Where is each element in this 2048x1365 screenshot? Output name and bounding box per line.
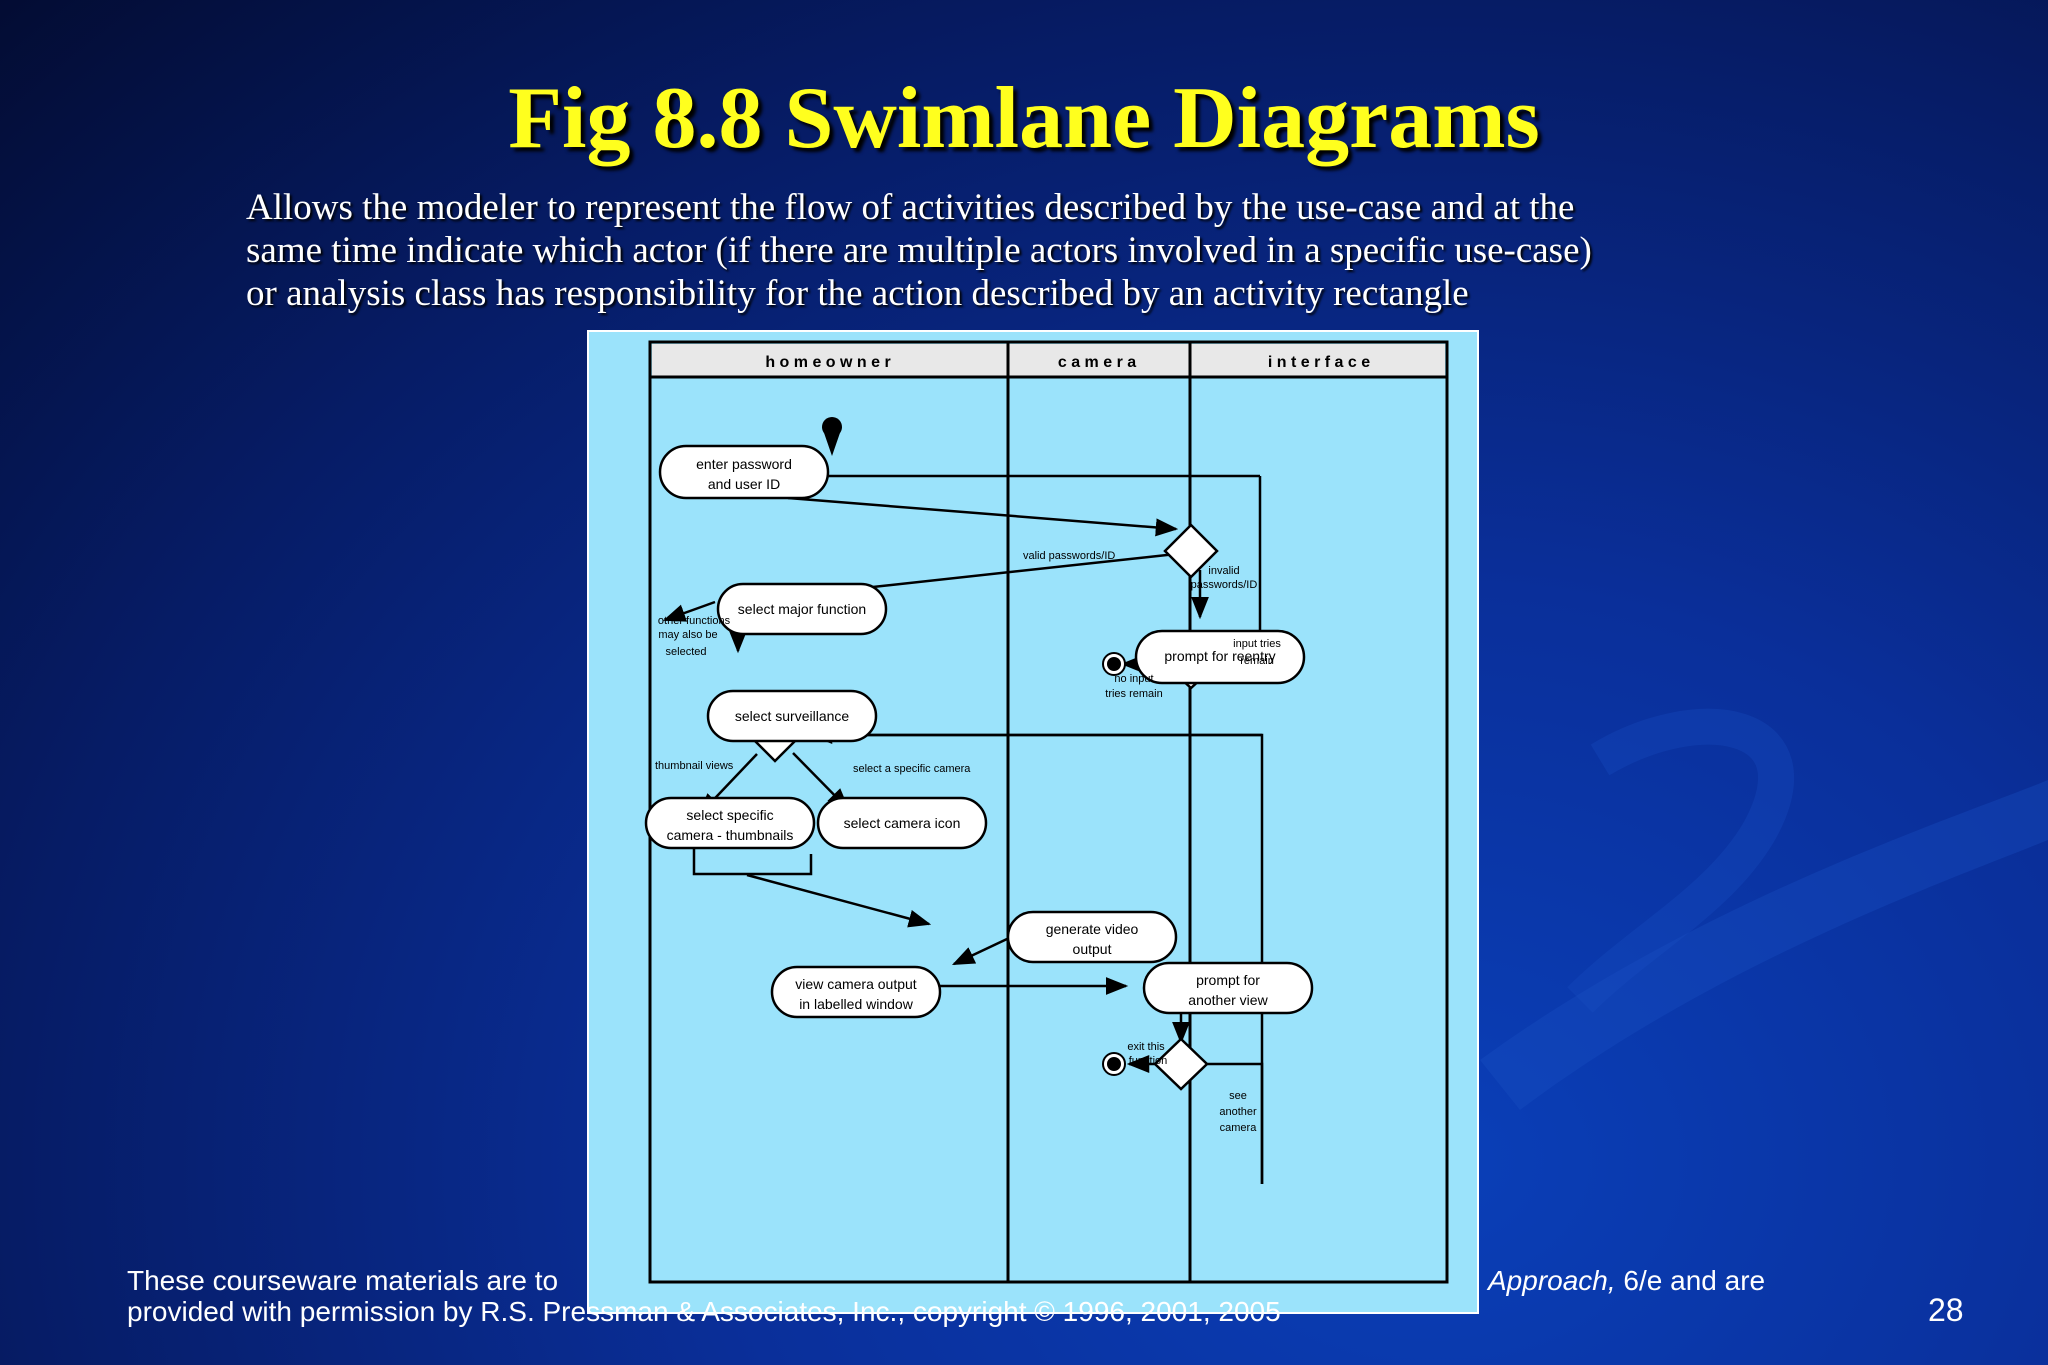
activity-enter-password-2: and user ID [708, 476, 780, 492]
guard-select-specific-camera: select a specific camera [853, 763, 971, 775]
decision-password [1163, 523, 1219, 579]
swimlane-diagram: h o m e o w n e r c a m e r a i n t e r … [587, 330, 1479, 1314]
guard-thumbnail-views: thumbnail views [655, 760, 734, 772]
end-node-exit [1102, 1052, 1126, 1076]
guard-see-another-3: camera [1220, 1122, 1258, 1134]
activity-select-thumbnails-2: camera - thumbnails [667, 827, 794, 843]
activity-view-camera-output-1: view camera output [795, 976, 917, 992]
guard-invalid-2: passwords/ID [1191, 579, 1258, 591]
guard-see-another-2: another [1219, 1106, 1257, 1118]
description-line-3: or analysis class has responsibility for… [246, 273, 1469, 314]
activity-enter-password-1: enter password [696, 456, 792, 472]
activity-prompt-another-view-2: another view [1188, 992, 1268, 1008]
guard-other-functions-2: may also be [658, 629, 717, 641]
activity-view-camera-output-2: in labelled window [799, 996, 914, 1012]
slide-title: Fig 8.8 Swimlane Diagrams [508, 70, 1540, 167]
footer-line-1-start: These courseware materials are to [127, 1265, 559, 1296]
footer-book-title-italic: Approach, [1488, 1265, 1616, 1296]
guard-no-input-1: no input [1114, 673, 1153, 685]
footer-line-2: provided with permission by R.S. Pressma… [127, 1296, 1281, 1327]
footer-edition: 6/e and are [1615, 1265, 1766, 1296]
activity-select-major-function: select major function [738, 601, 866, 617]
description-line-2: same time indicate which actor (if there… [246, 230, 1592, 271]
guard-no-input-2: tries remain [1105, 688, 1162, 700]
lane-camera: c a m e r a [1058, 354, 1136, 371]
lane-interface: i n t e r f a c e [1268, 354, 1370, 371]
activity-shapes [644, 444, 1314, 1019]
activity-select-camera-icon: select camera icon [844, 815, 961, 831]
swimlane-svg: h o m e o w n e r c a m e r a i n t e r … [644, 340, 1449, 1284]
page-number: 28 [1928, 1292, 1964, 1328]
activity-generate-video-1: generate video [1046, 921, 1139, 937]
lane-header-bg [652, 344, 1445, 376]
start-node [822, 417, 842, 456]
guard-other-functions-1: other functions [658, 615, 731, 627]
activity-select-thumbnails-1: select specific [686, 807, 773, 823]
activity-select-surveillance: select surveillance [735, 708, 850, 724]
guard-input-tries-1: input tries [1233, 638, 1281, 650]
footer-line-1-end: Approach, 6/e and are [1488, 1265, 1765, 1297]
guard-invalid-1: invalid [1208, 565, 1239, 577]
activity-prompt-reentry: prompt for reentry [1164, 648, 1275, 664]
guard-valid: valid passwords/ID [1023, 550, 1115, 562]
guard-input-tries-2: remain [1240, 655, 1274, 667]
guard-exit-function-1: exit this [1127, 1041, 1165, 1053]
lane-homeowner: h o m e o w n e r [765, 354, 890, 371]
guard-other-functions-3: selected [666, 646, 707, 658]
guard-exit-function-2: function [1129, 1055, 1168, 1067]
slide-description: Allows the modeler to represent the flow… [246, 186, 1886, 315]
decision-another-view [1153, 1037, 1209, 1091]
description-line-1: Allows the modeler to represent the flow… [246, 187, 1575, 228]
activity-generate-video-2: output [1073, 941, 1112, 957]
activity-prompt-another-view-1: prompt for [1196, 972, 1260, 988]
end-node-no-tries [1102, 652, 1126, 676]
guard-see-another-1: see [1229, 1090, 1247, 1102]
